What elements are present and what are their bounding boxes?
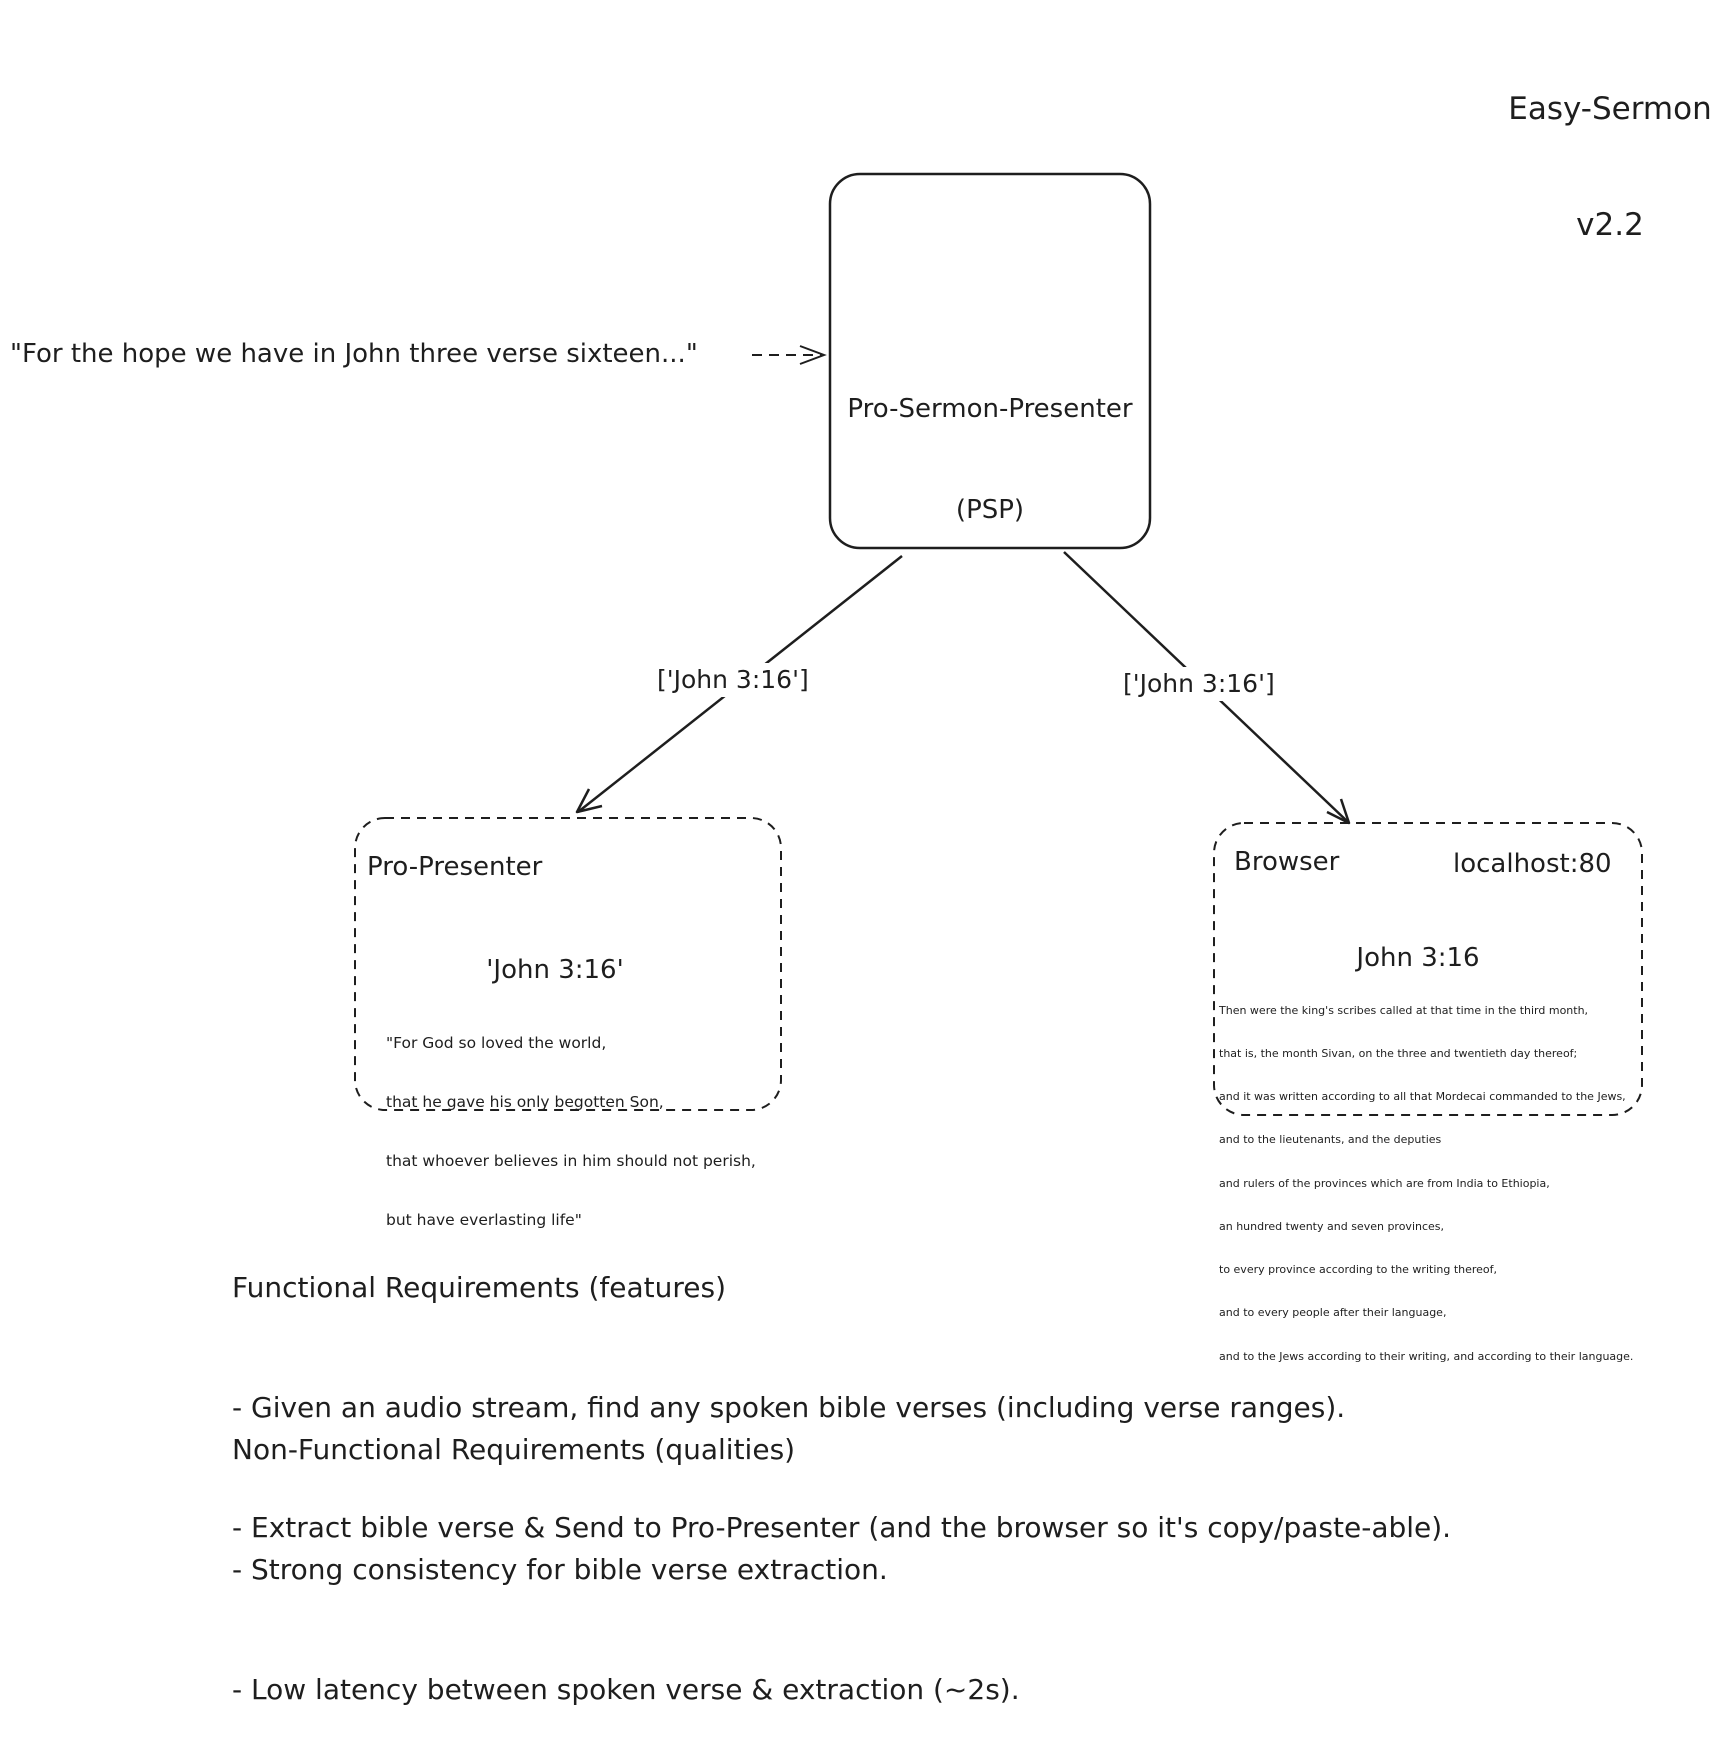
- browser-reference: John 3:16: [1356, 943, 1480, 973]
- title-line-2: v2.2: [1576, 206, 1644, 243]
- requirement-item: - Given an audio stream, find any spoken…: [232, 1391, 1346, 1424]
- propresenter-verse: "For God so loved the world, that he gav…: [386, 995, 756, 1251]
- requirement-item: - Strong consistency for bible verse ext…: [232, 1553, 888, 1586]
- verse-line: to every province according to the writi…: [1219, 1263, 1498, 1277]
- propresenter-title: Pro-Presenter: [367, 852, 543, 882]
- propresenter-reference: 'John 3:16': [486, 955, 624, 985]
- propresenter-box[interactable]: [354, 817, 782, 1111]
- title-line-1: Easy-Sermon: [1508, 90, 1712, 127]
- requirement-item: - Low latency between spoken verse & ext…: [232, 1673, 1020, 1706]
- browser-box[interactable]: [1213, 822, 1643, 1116]
- verse-line: that whoever believes in him should not …: [386, 1152, 756, 1171]
- verse-line: but have everlasting life": [386, 1211, 582, 1230]
- edge-label-propresenter: ['John 3:16']: [653, 663, 813, 697]
- verse-line: and it was written according to all that…: [1219, 1090, 1626, 1104]
- verse-line: "For God so loved the world,: [386, 1034, 607, 1053]
- verse-line: and to the Jews according to their writi…: [1219, 1349, 1634, 1363]
- non-functional-requirements: Non-Functional Requirements (qualities) …: [232, 1350, 1020, 1750]
- psp-abbrev: (PSP): [955, 494, 1025, 525]
- verse-line: an hundred twenty and seven provinces,: [1219, 1219, 1445, 1233]
- edge-label-browser: ['John 3:16']: [1119, 667, 1279, 701]
- browser-title: Browser: [1234, 847, 1340, 877]
- psp-box[interactable]: [828, 172, 1152, 550]
- verse-line: that is, the month Sivan, on the three a…: [1219, 1047, 1578, 1061]
- verse-line: and rulers of the provinces which are fr…: [1219, 1176, 1550, 1190]
- diagram-title: Easy-Sermon v2.2: [1490, 12, 1726, 283]
- functional-heading: Functional Requirements (features): [232, 1271, 727, 1304]
- browser-url[interactable]: localhost:80: [1453, 849, 1612, 879]
- verse-line: that he gave his only begotten Son,: [386, 1093, 664, 1112]
- browser-verse: Then were the king's scribes called at t…: [1219, 975, 1633, 1378]
- verse-line: Then were the king's scribes called at t…: [1219, 1003, 1589, 1017]
- psp-name: Pro-Sermon-Presenter: [847, 393, 1133, 424]
- verse-line: and to every people after their language…: [1219, 1306, 1447, 1320]
- spoken-input-quote: "For the hope we have in John three vers…: [10, 339, 698, 369]
- input-arrow: [752, 345, 827, 365]
- verse-line: and to the lieutenants, and the deputies: [1219, 1133, 1442, 1147]
- psp-label: Pro-Sermon-Presenter (PSP): [830, 325, 1150, 562]
- non-functional-heading: Non-Functional Requirements (qualities): [232, 1433, 796, 1466]
